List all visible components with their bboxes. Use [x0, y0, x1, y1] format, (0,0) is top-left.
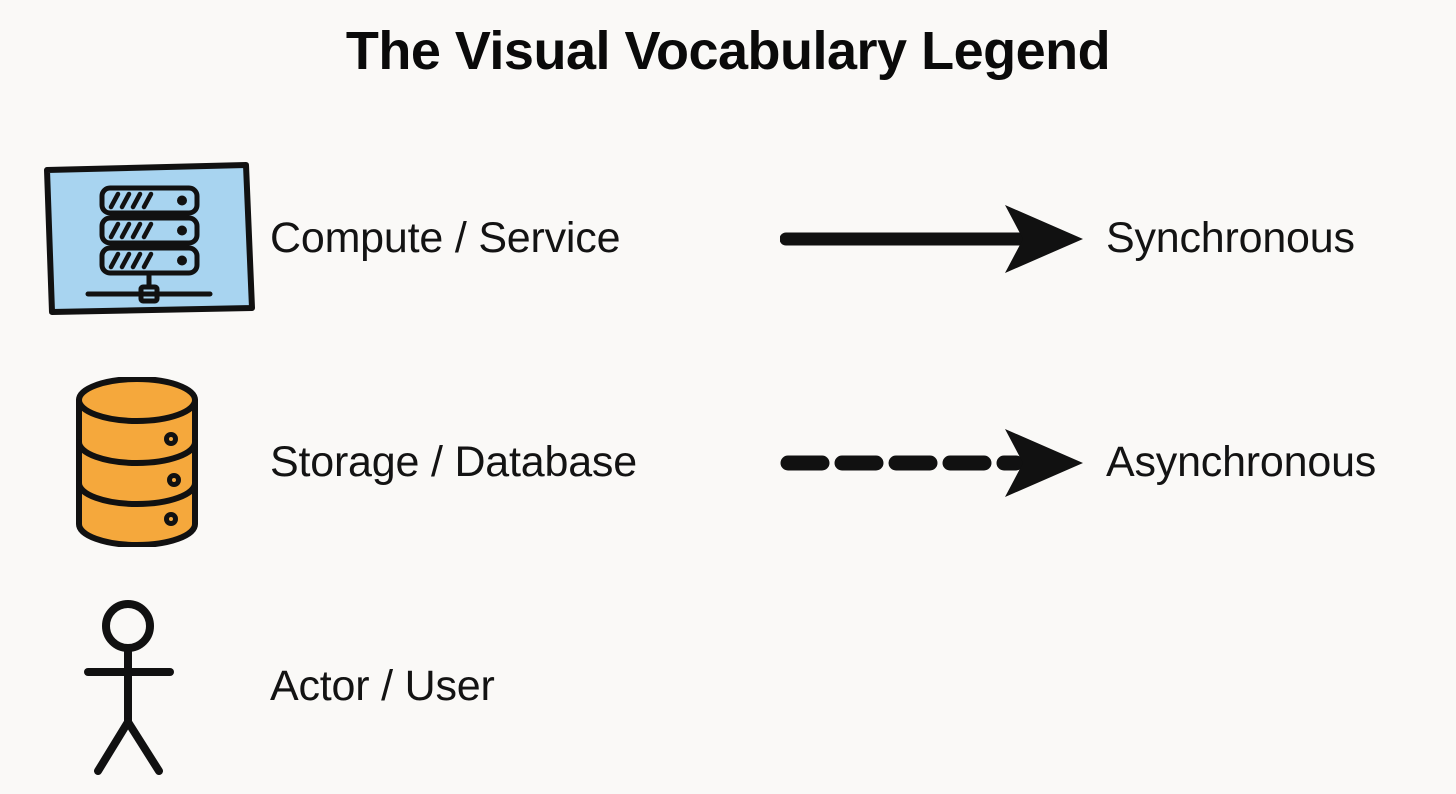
stick-figure-icon	[84, 600, 174, 775]
server-rack-icon	[44, 162, 255, 315]
actor-symbol	[20, 581, 260, 791]
synchronous-label: Synchronous	[1106, 213, 1355, 262]
compute-symbol	[20, 133, 260, 343]
page-title: The Visual Vocabulary Legend	[345, 21, 1111, 81]
legend-row-actor: Actor / User	[0, 581, 1456, 791]
compute-label: Compute / Service	[270, 213, 621, 262]
legend-row-storage: Storage / Database Asynchronous	[0, 357, 1456, 567]
asynchronous-connector	[780, 357, 1100, 567]
actor-label: Actor / User	[270, 661, 495, 710]
database-cylinder-icon	[76, 377, 198, 547]
synchronous-connector	[780, 133, 1100, 343]
dashed-arrow-icon	[780, 429, 1083, 497]
storage-symbol	[20, 357, 260, 567]
asynchronous-label: Asynchronous	[1106, 437, 1377, 486]
legend-row-compute: Compute / Service Synchronous	[0, 133, 1456, 343]
solid-arrow-icon	[780, 205, 1083, 273]
storage-label: Storage / Database	[270, 437, 637, 486]
